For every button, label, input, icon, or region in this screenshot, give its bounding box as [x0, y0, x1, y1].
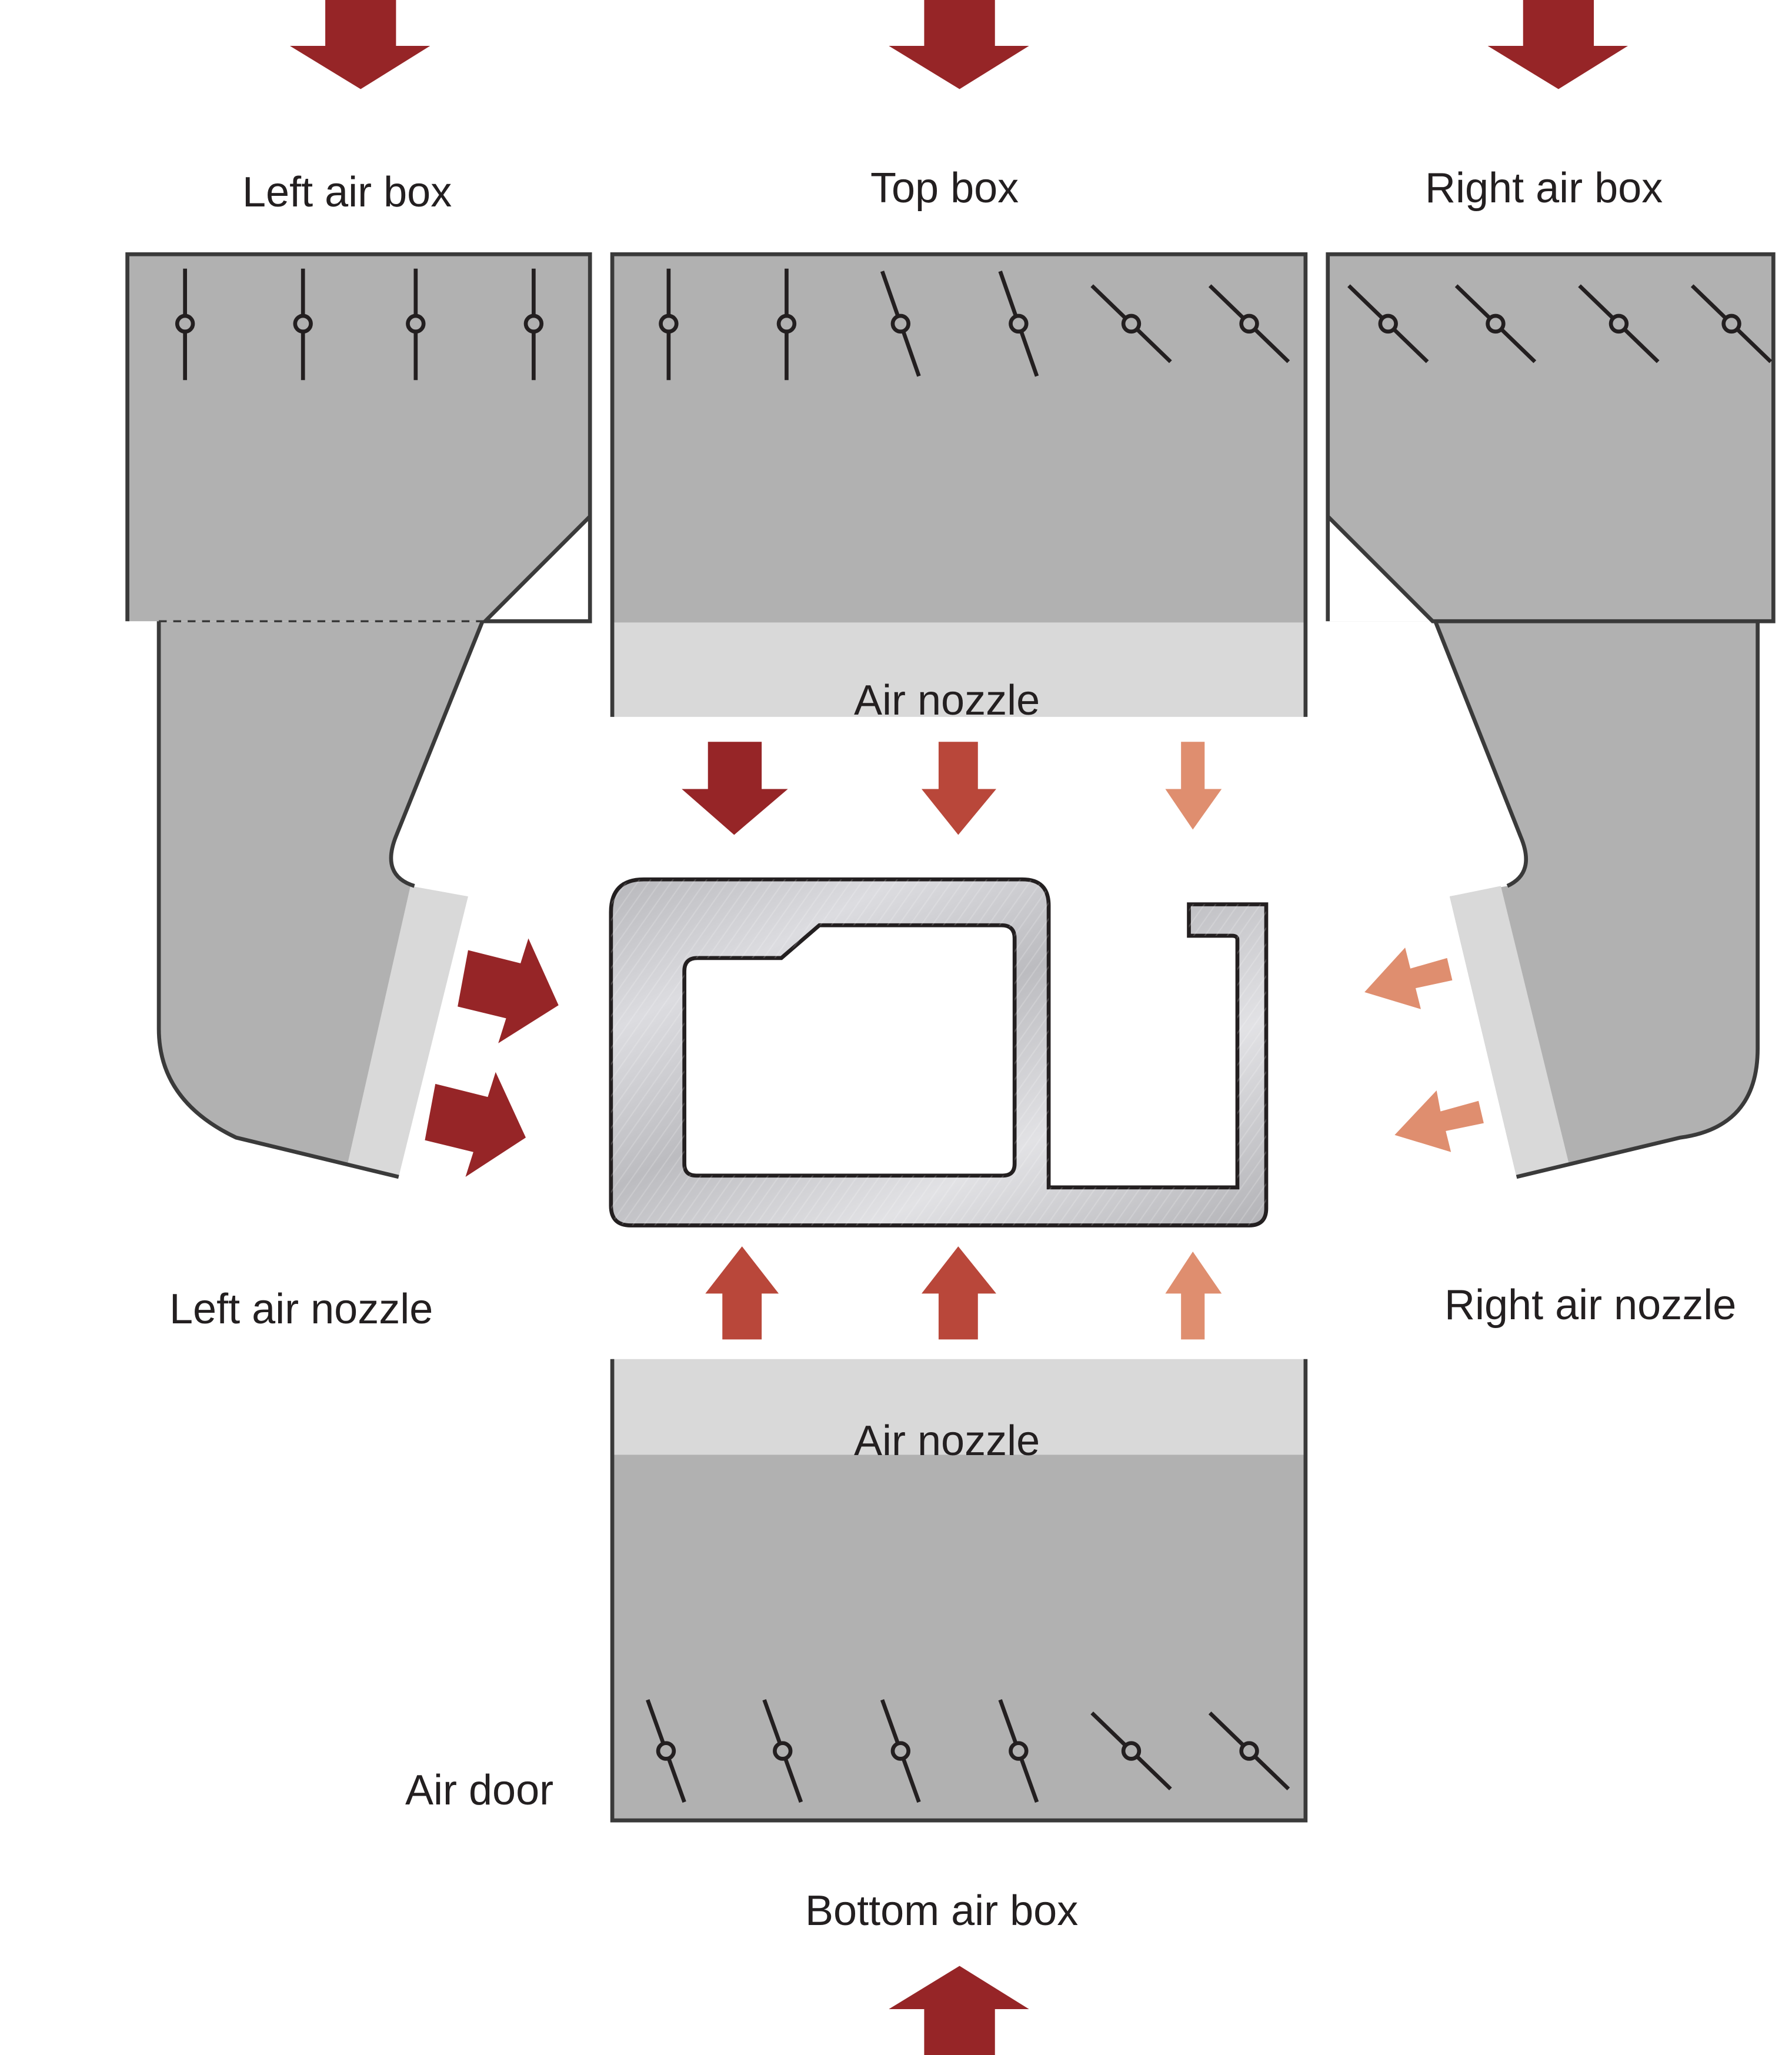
air-door-icon	[406, 268, 426, 381]
airflow-arrow-down	[921, 742, 996, 835]
air-door-icon	[1690, 284, 1773, 363]
airflow-arrow-up	[705, 1246, 779, 1340]
right-nozzle-strip	[1449, 886, 1569, 1177]
aluminum-profile	[609, 877, 1269, 1227]
airflow-arrow-down	[682, 742, 788, 835]
bottom-air-nozzle-strip	[612, 1359, 1306, 1455]
air-door-icon	[293, 268, 313, 381]
airflow-arrow-down	[1165, 742, 1222, 830]
airflow-arrow-left	[1394, 1090, 1484, 1152]
air-door-icon	[659, 268, 679, 381]
top-air-nozzle-label: Air nozzle	[854, 677, 1040, 724]
air-door-icon	[1347, 284, 1429, 363]
bottom-air-box	[610, 1359, 1308, 1823]
inflow-arrow-left-box	[289, 0, 431, 89]
top-box	[610, 252, 1308, 717]
air-door-icon	[646, 1699, 686, 1803]
air-door-icon	[1090, 284, 1172, 363]
airflow-arrow-up	[1165, 1252, 1222, 1340]
air-doors-steep	[646, 271, 1039, 1803]
air-door-icon	[1208, 284, 1290, 363]
air-door-label: Air door	[405, 1767, 554, 1814]
air-door-icon	[776, 268, 797, 381]
top-box-body	[612, 254, 1306, 623]
air-door-icon	[1454, 284, 1537, 363]
top-inflow-arrows	[289, 0, 1629, 89]
airflow-arrow-left	[1364, 948, 1453, 1009]
right-air-box	[1326, 252, 1776, 1179]
left-air-nozzle-label: Left air nozzle	[169, 1286, 433, 1333]
right-duct-outline	[1433, 620, 1760, 1179]
air-door-icon	[1208, 1712, 1290, 1791]
inflow-arrow-bottom-box	[889, 1966, 1029, 2055]
air-door-icon	[880, 1699, 921, 1803]
top-nozzle-arrows	[682, 742, 1222, 835]
air-door-icon	[762, 1699, 803, 1803]
air-door-icon	[523, 268, 544, 381]
inflow-arrow-top-box	[889, 0, 1029, 89]
airflow-arrow-right	[458, 938, 559, 1043]
right-air-box-body	[1327, 254, 1774, 622]
left-nozzle-arrows	[425, 938, 559, 1177]
airflow-arrow-up	[921, 1246, 996, 1340]
profile-brush-texture	[610, 879, 1266, 1226]
air-door-icon	[175, 268, 195, 381]
bottom-nozzle-arrows	[705, 1246, 1222, 1340]
left-air-box	[125, 252, 592, 1179]
right-air-box-label: Right air box	[1425, 165, 1663, 212]
bottom-air-nozzle-label: Air nozzle	[854, 1417, 1040, 1464]
air-door-icon	[880, 271, 921, 377]
left-air-box-body	[127, 254, 590, 622]
left-duct-outline	[156, 620, 485, 1179]
inflow-arrow-right-box	[1487, 0, 1629, 89]
right-nozzle-arrows	[1364, 948, 1484, 1152]
airflow-arrow-right	[425, 1072, 526, 1177]
air-door-icon	[1578, 284, 1660, 363]
air-doors-vertical	[175, 268, 797, 381]
right-box-outline	[1326, 252, 1776, 623]
bottom-air-box-label: Bottom air box	[805, 1887, 1079, 1934]
right-air-nozzle-label: Right air nozzle	[1444, 1282, 1737, 1329]
top-air-nozzle-strip	[612, 622, 1306, 717]
air-door-icon	[998, 1699, 1039, 1803]
left-box-outline	[125, 252, 592, 623]
bottom-box-outline	[610, 1359, 1308, 1823]
air-door-icon	[1090, 1712, 1172, 1791]
top-box-outline	[610, 252, 1308, 717]
top-box-label: Top box	[870, 165, 1019, 212]
bottom-air-box-body	[612, 1454, 1306, 1821]
left-nozzle-strip	[347, 886, 468, 1177]
left-air-box-label: Left air box	[242, 169, 452, 216]
air-doors-diagonal	[1090, 284, 1773, 1791]
air-door-icon	[998, 271, 1039, 377]
